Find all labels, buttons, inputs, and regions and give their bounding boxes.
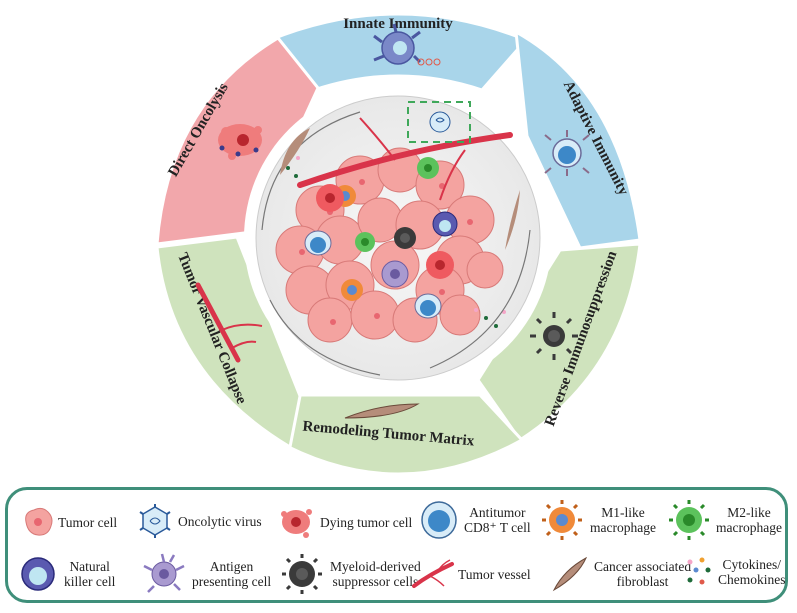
legend-item-nk-cell: Natural killer cell: [18, 554, 115, 594]
remodeling-fibroblast-icon: [344, 403, 420, 419]
legend-label-caf-line2: fibroblast: [616, 574, 669, 589]
legend-label-antitumor-t-cell: Antitumor CD8⁺ T cell: [464, 505, 531, 535]
dying-tumor-cell-icon: [281, 509, 312, 538]
legend-label-tumor-vessel: Tumor vessel: [458, 566, 531, 582]
legend-label-tumor-cell: Tumor cell: [58, 514, 118, 530]
legend: Tumor cell Oncolytic virus Dying tumor c…: [5, 487, 788, 603]
legend-item-tumor-vessel: Tumor vessel: [410, 556, 531, 592]
legend-item-cytokines: Cytokines/ Chemokines: [684, 554, 786, 590]
antigen-presenting-cell-icon: [143, 553, 185, 593]
m2-macrophage-icon: [669, 500, 709, 540]
legend-label-mdsc-line1: Myeloid-derived: [330, 559, 421, 574]
nk-cell-icon: [21, 557, 55, 591]
legend-item-m1-macrophage: M1-like macrophage: [540, 498, 656, 542]
legend-label-caf-line1: Cancer associated: [594, 559, 692, 574]
legend-label-m1-macrophage: M1-like macrophage: [590, 505, 656, 535]
legend-label-m1-line1: M1-like: [601, 505, 645, 520]
tumor-cell-icon: [25, 507, 53, 536]
legend-item-antitumor-t-cell: Antitumor CD8⁺ T cell: [418, 498, 531, 542]
legend-label-m1-line2: macrophage: [590, 520, 656, 535]
legend-label-dying-tumor-cell: Dying tumor cell: [320, 514, 413, 530]
legend-item-oncolytic-virus: Oncolytic virus: [136, 502, 262, 540]
legend-label-nk-line2: killer cell: [64, 574, 116, 589]
mdsc-icon: [282, 554, 322, 594]
legend-label-oncolytic-virus: Oncolytic virus: [178, 513, 262, 529]
segment-adaptive-immunity: [514, 29, 642, 250]
legend-label-apc-line2: presenting cell: [192, 574, 272, 589]
legend-label-cyto-line2: Chemokines: [718, 572, 786, 587]
legend-item-caf: Cancer associated fibroblast: [550, 554, 691, 594]
legend-item-apc: Antigen presenting cell: [142, 552, 271, 596]
tumor-vessel-icon: [412, 559, 454, 588]
segment-remodeling-tumor-matrix: [273, 393, 525, 476]
legend-label-cyto-line1: Cytokines/: [722, 557, 781, 572]
legend-item-tumor-cell: Tumor cell: [18, 502, 117, 542]
legend-label-m2-line1: M2-like: [727, 505, 771, 520]
legend-label-antitumor-line2: CD8⁺ T cell: [464, 520, 531, 535]
legend-label-m2-macrophage: M2-like macrophage: [716, 505, 782, 535]
legend-label-apc: Antigen presenting cell: [192, 559, 271, 589]
reverse-immunosuppression-mdsc-icon: [530, 312, 578, 360]
adaptive-immunity-t-cell-icon: [544, 130, 590, 176]
cytokines-icon: [687, 557, 711, 585]
legend-label-cytokines: Cytokines/ Chemokines: [718, 557, 786, 587]
oncolytic-virus-icon: [139, 504, 171, 538]
direct-oncolysis-dying-cell-icon: [218, 124, 262, 160]
legend-item-dying-tumor-cell: Dying tumor cell: [276, 502, 412, 542]
fibroblast-icon: [552, 556, 588, 592]
m1-macrophage-icon: [542, 500, 582, 540]
legend-label-apc-line1: Antigen: [209, 559, 254, 574]
t-cell-icon: [421, 501, 457, 539]
legend-label-nk-line1: Natural: [69, 559, 110, 574]
innate-immunity-nk-icon: [373, 23, 441, 66]
tumor-microenvironment: [244, 84, 552, 392]
vascular-collapse-vessel-icon: [195, 282, 263, 363]
legend-label-m2-line2: macrophage: [716, 520, 782, 535]
legend-label-mdsc: Myeloid-derived suppressor cells: [330, 559, 421, 589]
ring: [155, 12, 642, 476]
legend-label-antitumor-line1: Antitumor: [469, 505, 526, 520]
segment-label-innate-immunity: Innate Immunity: [343, 16, 453, 32]
legend-label-caf: Cancer associated fibroblast: [594, 559, 691, 589]
legend-item-mdsc: Myeloid-derived suppressor cells: [280, 552, 421, 596]
legend-label-mdsc-line2: suppressor cells: [332, 574, 419, 589]
legend-label-nk-cell: Natural killer cell: [64, 559, 115, 589]
legend-item-m2-macrophage: M2-like macrophage: [668, 498, 782, 542]
